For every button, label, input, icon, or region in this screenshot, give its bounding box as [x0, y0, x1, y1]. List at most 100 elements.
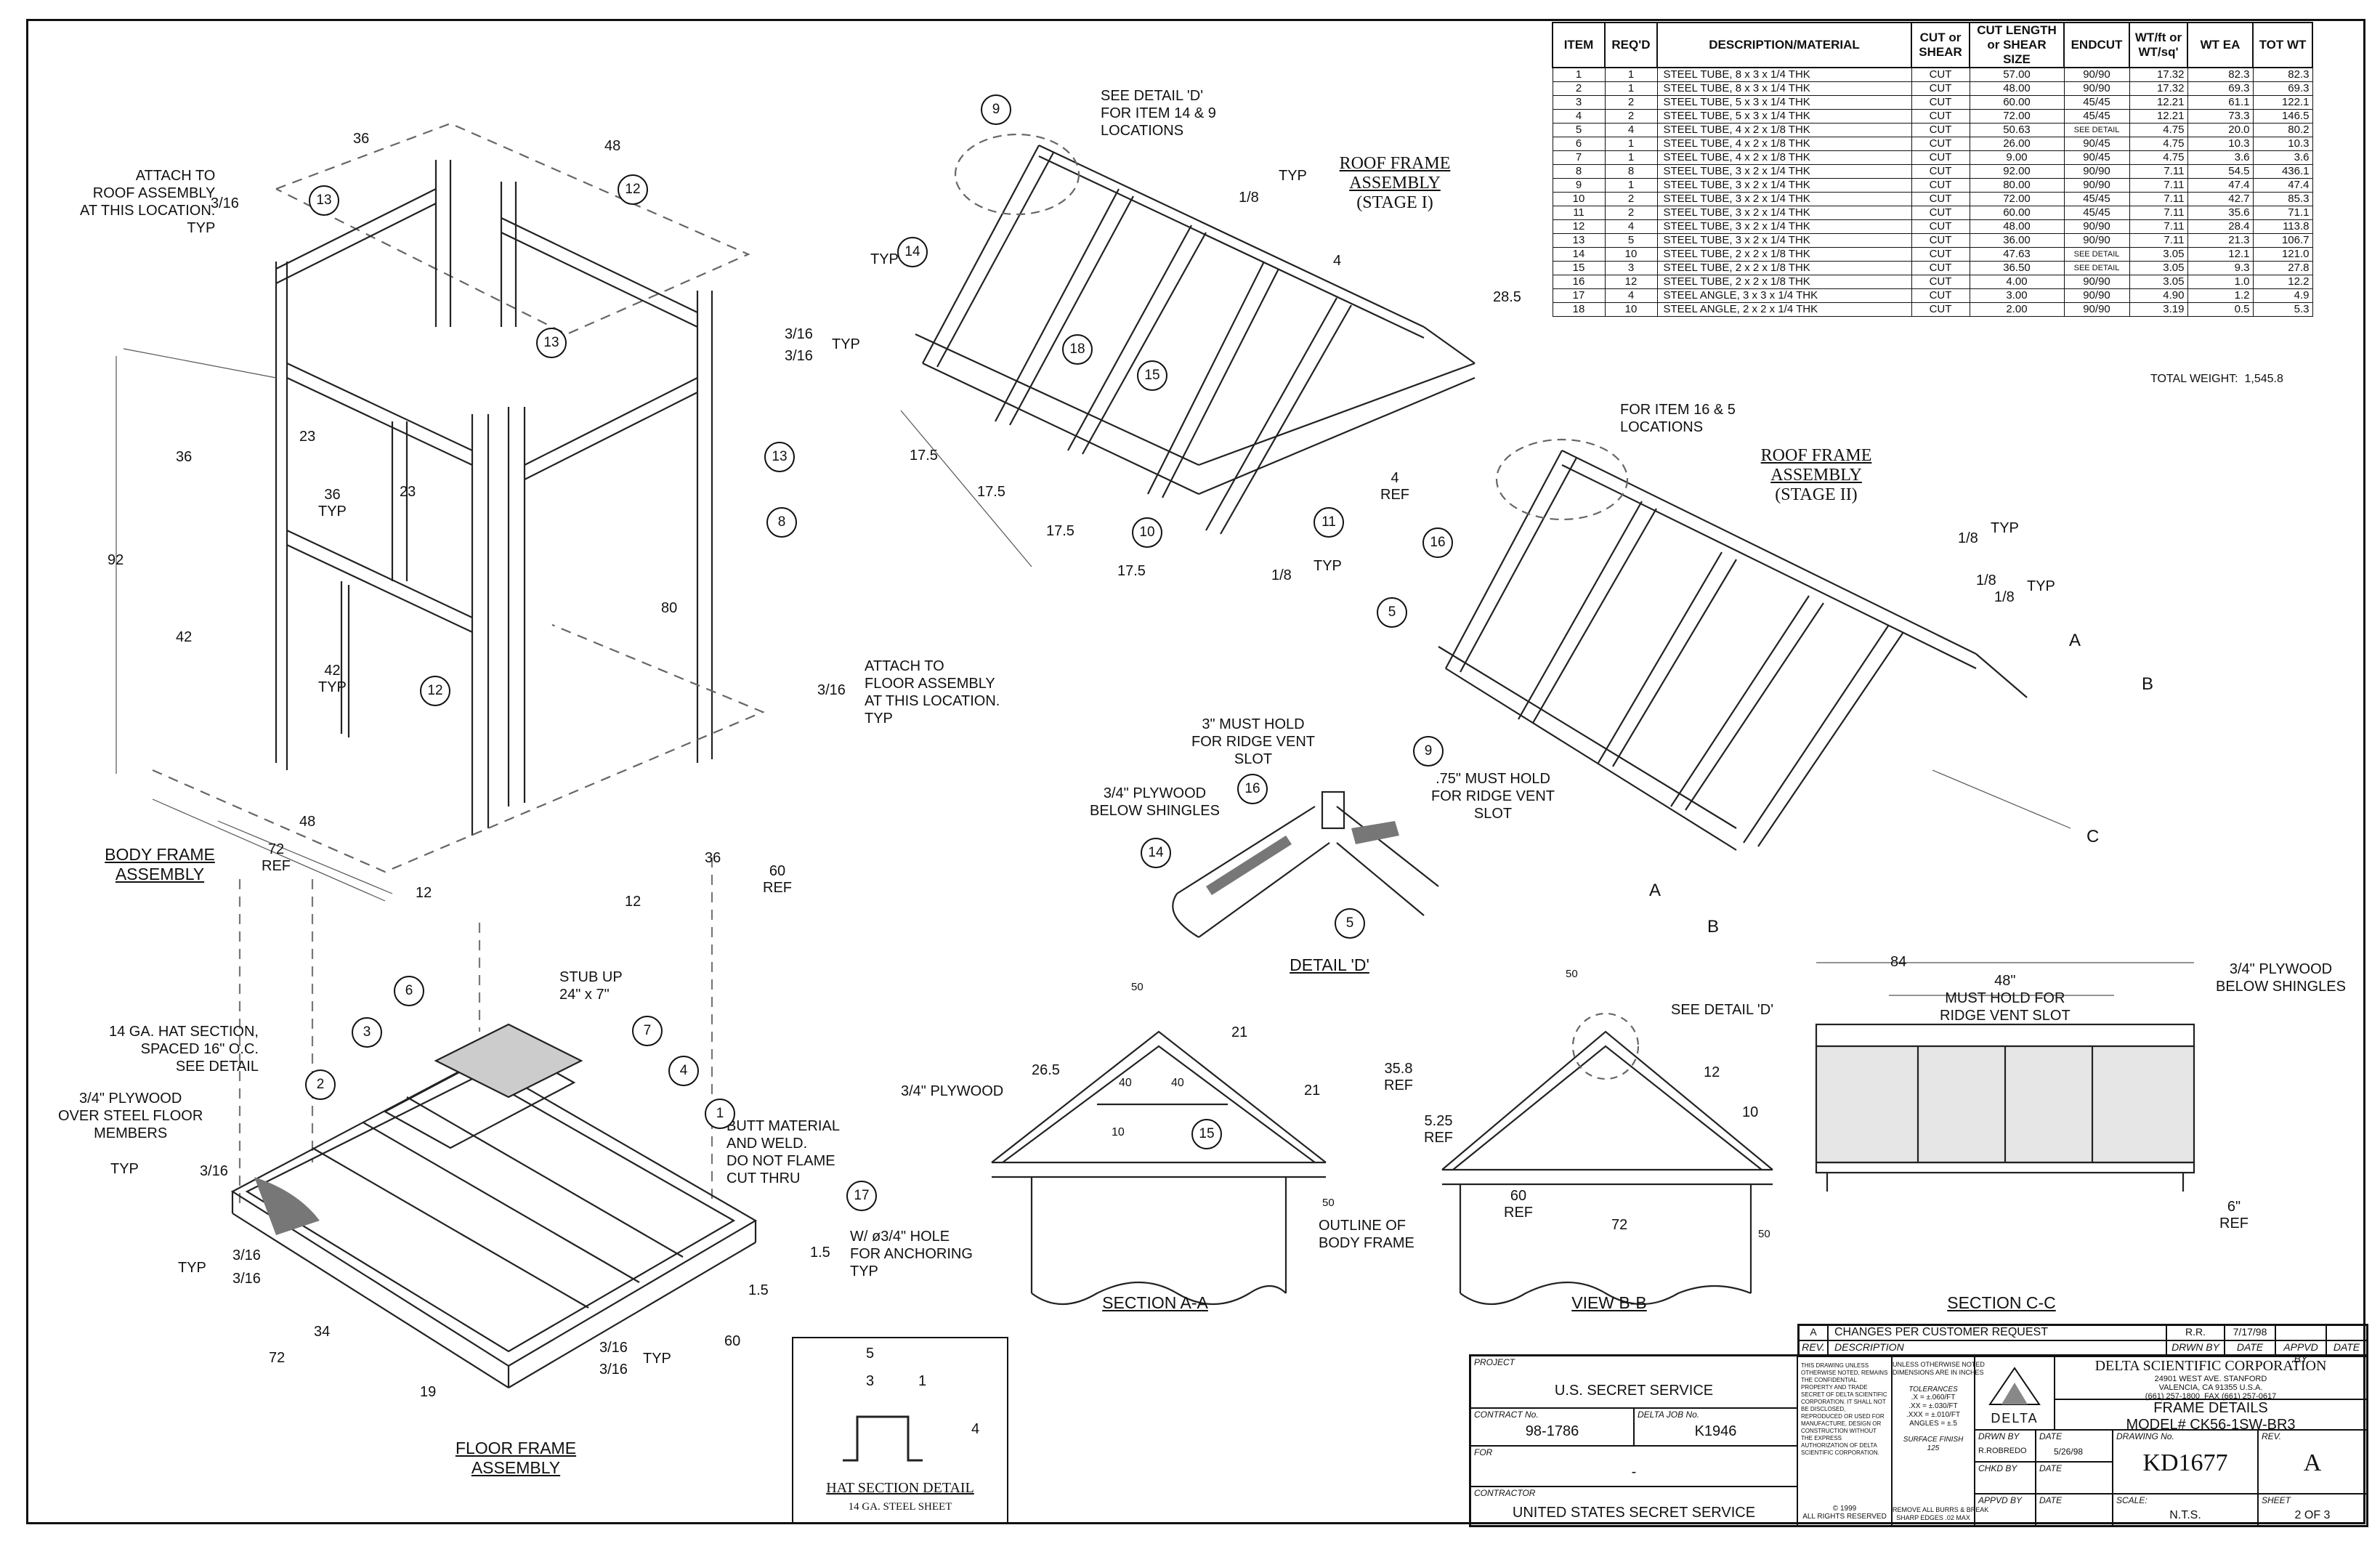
bom-cell: 90/90 — [2063, 178, 2130, 193]
tb-appvd: APPVD BY — [1975, 1494, 2036, 1526]
hat-dim-3: 3 — [866, 1373, 875, 1389]
tb-title-2: MODEL# CK56-1SW-BR3 — [2126, 1417, 2296, 1433]
bom-cell: 42.7 — [2187, 192, 2254, 206]
roof-stage2-title: ROOF FRAME ASSEMBLY(STAGE II) — [1744, 446, 1889, 505]
bom-cell: 18 — [1552, 302, 1606, 317]
bom-cell: CUT — [1911, 178, 1970, 193]
dim-21a: 21 — [1231, 1024, 1248, 1040]
bom-cell: 3.05 — [2129, 261, 2188, 275]
bom-cell: 7.11 — [2129, 178, 2188, 193]
tb-company-name: DELTA SCIENTIFIC CORPORATION — [2094, 1358, 2327, 1374]
bom-cell: 90/90 — [2063, 233, 2130, 248]
bom-cell: 10.3 — [2252, 137, 2313, 151]
weld-316-g: 3/16 — [232, 1271, 261, 1287]
tb-drawing-no-value: KD1677 — [2142, 1449, 2228, 1476]
weld-typ-a: TYP — [832, 336, 860, 352]
detail-d-drawing — [1172, 790, 1439, 938]
hat-section-detail: 5 3 1 4 HAT SECTION DETAIL 14 GA. STEEL … — [792, 1337, 1008, 1524]
bom-cell: 4 — [1604, 288, 1658, 303]
bom-cell: STEEL ANGLE, 2 x 2 x 1/4 THK — [1656, 302, 1912, 317]
dim-4a: 4 — [1333, 253, 1342, 269]
dim-23a: 23 — [299, 429, 316, 445]
bom-cell: 9 — [1552, 178, 1606, 193]
bom-cell: 113.8 — [2252, 219, 2313, 234]
bom-cell: 73.3 — [2187, 109, 2254, 124]
bom-cell: 11 — [1552, 206, 1606, 220]
bom-cell: 90/45 — [2063, 137, 2130, 151]
weld-316-c: 3/16 — [785, 348, 813, 364]
tb-scale-value: N.T.S. — [2169, 1509, 2201, 1521]
drawing-border — [26, 19, 2365, 1524]
bom-cell: 14 — [1552, 247, 1606, 262]
dim-36a: 36 — [353, 131, 370, 147]
tb-date: DATE 5/26/98 — [2036, 1430, 2113, 1462]
bom-cell: 4.75 — [2129, 137, 2188, 151]
note-stub-up: STUB UP 24" x 7" — [559, 969, 623, 1003]
bom-cell: 45/45 — [2063, 192, 2130, 206]
weld-18-a: 1/8 — [1239, 190, 1259, 206]
bom-cell: SEE DETAIL — [2063, 261, 2130, 275]
bom-cell: CUT — [1911, 206, 1970, 220]
bom-cell: 4 — [1604, 123, 1658, 137]
body-to-floor-dashed — [238, 857, 713, 1206]
bom-cell: 28.4 — [2187, 219, 2254, 234]
bom-cell: 12.1 — [2187, 247, 2254, 262]
balloon-15b: 15 — [1191, 1119, 1222, 1149]
tb-tol-head: UNLESS OTHERWISE NOTED DIMENSIONS ARE IN… — [1893, 1361, 1985, 1376]
bom-cell: 146.5 — [2252, 109, 2313, 124]
bom-cell: 9.00 — [1969, 150, 2065, 165]
tb-sheet-value: 2 OF 3 — [2294, 1509, 2331, 1521]
tb-scale: SCALE: N.T.S. — [2113, 1494, 2258, 1526]
tb-for-label: FOR — [1474, 1447, 1493, 1457]
rev-drawn-by: R.R. — [2166, 1325, 2225, 1340]
bom-cell: 2 — [1604, 95, 1658, 110]
bom-cell: CUT — [1911, 123, 1970, 137]
bom-cell: 82.3 — [2252, 67, 2313, 82]
bom-cell: 60.00 — [1969, 95, 2065, 110]
weld-typ-f: TYP — [110, 1161, 139, 1177]
balloon-2: 2 — [305, 1069, 336, 1100]
bom-cell: STEEL TUBE, 8 x 3 x 1/4 THK — [1656, 67, 1912, 82]
section-arrow-a2: A — [1649, 881, 1661, 900]
note-hat-section: 14 GA. HAT SECTION, SPACED 16" O.C. SEE … — [109, 1024, 259, 1075]
rev-letter: A — [1799, 1325, 1828, 1340]
tb-chkd-date: DATE — [2036, 1462, 2113, 1494]
bom-cell: 47.4 — [2252, 178, 2313, 193]
bom-cell: 7.11 — [2129, 164, 2188, 179]
bom-cell: 4.00 — [1969, 275, 2065, 289]
bom-cell: 8 — [1604, 164, 1658, 179]
bom-cell: STEEL TUBE, 2 x 2 x 1/8 THK — [1656, 275, 1912, 289]
bom-cell: 12 — [1552, 219, 1606, 234]
dim-42typ: 42 TYP — [318, 663, 347, 695]
bom-col-header: ENDCUT — [2063, 22, 2130, 68]
tb-job-label: DELTA JOB No. — [1638, 1409, 1700, 1420]
bom-cell: CUT — [1911, 247, 1970, 262]
dim-72: 72 — [269, 1350, 286, 1366]
note-see-detail-d-items: SEE DETAIL 'D' FOR ITEM 14 & 9 LOCATIONS — [1101, 88, 1216, 139]
bom-col-header: REQ'D — [1604, 22, 1658, 68]
bom-cell: 90/90 — [2063, 219, 2130, 234]
bom-cell: 3.19 — [2129, 302, 2188, 317]
hat-section-drawing — [843, 1415, 923, 1462]
bom-cell: 1.0 — [2187, 275, 2254, 289]
bom-cell: STEEL TUBE, 2 x 2 x 1/8 THK — [1656, 261, 1912, 275]
section-arrow-b2: B — [1707, 917, 1720, 937]
dim-40b: 40 — [1171, 1077, 1184, 1089]
dim-34: 34 — [314, 1324, 331, 1340]
bom-col-header: DESCRIPTION/MATERIAL — [1656, 22, 1912, 68]
balloon-10: 10 — [1132, 517, 1162, 548]
tb-contractor: CONTRACTOR UNITED STATES SECRET SERVICE — [1470, 1487, 1797, 1526]
tb-project: PROJECT U.S. SECRET SERVICE — [1470, 1356, 1797, 1408]
balloon-8: 8 — [766, 507, 797, 538]
bom-cell: 90/90 — [2063, 67, 2130, 82]
bom-cell: 1 — [1552, 67, 1606, 82]
bom-cell: 3 — [1552, 95, 1606, 110]
roof-stage1-title-text: ROOF FRAME ASSEMBLY — [1339, 154, 1451, 193]
tb-tol-title: TOLERANCES — [1909, 1386, 1958, 1394]
